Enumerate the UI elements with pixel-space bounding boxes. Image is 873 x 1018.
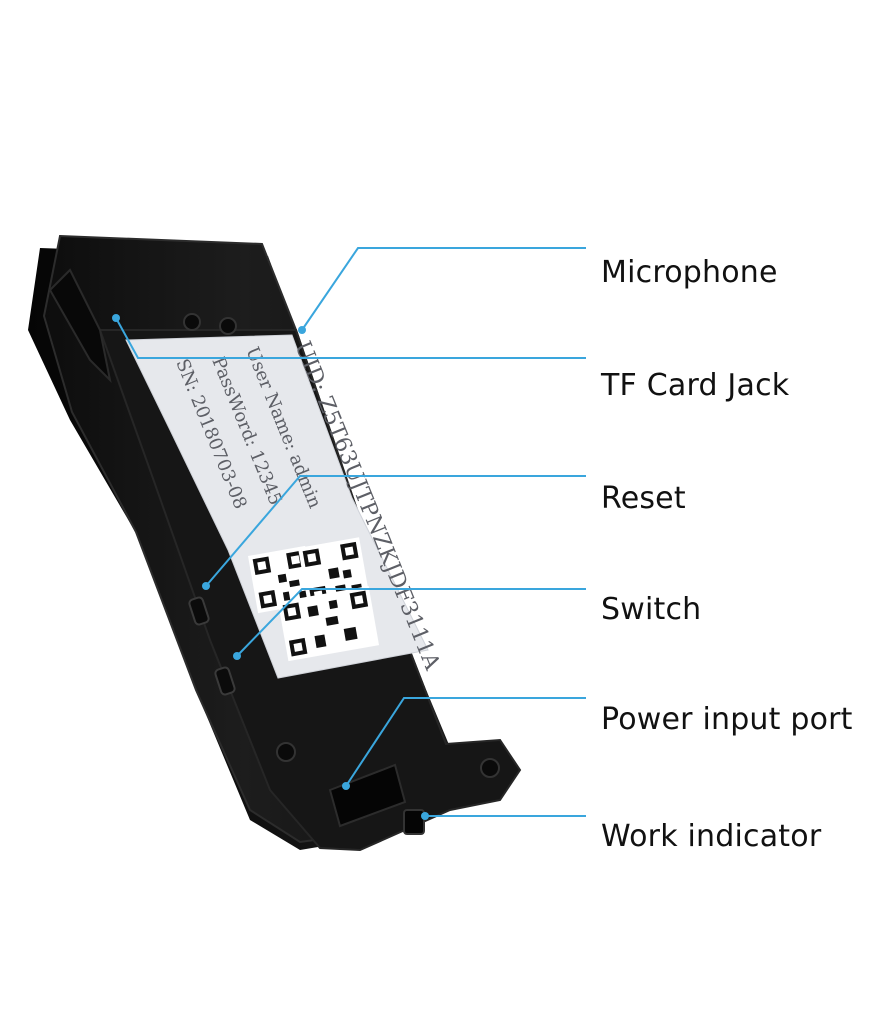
callout-dot-microphone [298, 326, 306, 334]
screw-hole [480, 758, 500, 778]
label-tf-card-jack: TF Card Jack [601, 368, 790, 403]
callout-dot-power-input-port [342, 782, 350, 790]
screw-hole [276, 742, 296, 762]
callout-lines [112, 247, 586, 820]
callout-dot-reset [202, 582, 210, 590]
callout-line-microphone [301, 247, 586, 331]
label-microphone: Microphone [601, 255, 778, 290]
screw-hole [183, 313, 201, 331]
callout-line-tf-card-jack [115, 317, 586, 359]
callout-line-reset [205, 475, 586, 587]
callout-dot-switch [233, 652, 241, 660]
label-switch: Switch [601, 592, 702, 627]
callout-line-switch [236, 588, 586, 657]
callout-dot-work-indicator [421, 812, 429, 820]
qr-code [248, 545, 316, 614]
label-power-input-port: Power input port [601, 702, 853, 737]
tf-card-slot [48, 268, 112, 384]
power-port-shape [328, 763, 407, 828]
label-work-indicator: Work indicator [601, 819, 822, 854]
work-indicator-hole [403, 809, 425, 835]
qr-code [278, 586, 380, 662]
switch-button-shape [214, 666, 236, 696]
callout-dot-tf-card-jack [112, 314, 120, 322]
callout-line-power-input-port [345, 697, 586, 787]
label-reset: Reset [601, 481, 686, 516]
reset-button-shape [188, 596, 210, 626]
screw-hole [219, 317, 237, 335]
